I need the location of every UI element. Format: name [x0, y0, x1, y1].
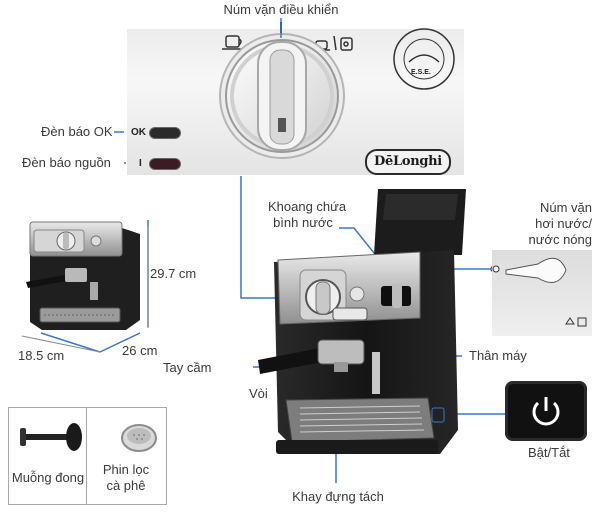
label-steam-knob-2: hơi nước/: [535, 216, 592, 231]
label-water-tank-2: bình nước: [273, 215, 333, 230]
small-machine: [21, 221, 149, 353]
ok-tag: OK: [131, 127, 146, 138]
accessories-box: [8, 407, 167, 505]
label-control-knob: Núm vặn điều khiển: [223, 2, 339, 17]
label-filter-2: cà phê: [106, 478, 146, 493]
power-tag: I: [139, 158, 142, 169]
label-ok-light: Đèn báo OK: [41, 124, 113, 139]
label-body: Thân máy: [469, 348, 527, 363]
scoop-tamper: [20, 423, 82, 451]
main-machine: [258, 189, 466, 454]
label-height: 29.7 cm: [150, 266, 197, 281]
label-water-tank-1: Khoang chứa: [268, 199, 347, 214]
ok-indicator-light: [149, 127, 181, 139]
label-power-light: Đèn báo nguồn: [22, 155, 111, 170]
cup-icon: [222, 35, 244, 50]
label-steam-knob-3: nước nóng: [528, 232, 593, 247]
label-depth: 26 cm: [122, 343, 158, 358]
label-scoop: Muỗng đong: [11, 470, 85, 485]
label-steam-knob-1: Núm vặn: [539, 200, 592, 215]
label-handle: Tay cầm: [163, 360, 212, 375]
power-indicator-light: [149, 158, 181, 170]
control-knob[interactable]: [219, 33, 345, 159]
coffee-filter: [121, 424, 157, 452]
accessories-divider: [86, 407, 87, 504]
ese-seal: [393, 28, 455, 90]
label-filter-1: Phin lọc: [102, 462, 150, 477]
seal-center-text: E.S.E.: [411, 69, 431, 76]
label-drip-tray: Khay đựng tách: [292, 489, 384, 504]
power-switch-zoom: [505, 381, 587, 441]
label-power-switch: Bật/Tắt: [528, 445, 570, 460]
label-spout: Vòi: [249, 386, 268, 401]
power-icon: [532, 397, 560, 426]
brand-logo: DēLonghi: [365, 149, 451, 175]
steam-knob-zoom: [492, 250, 592, 336]
label-width: 18.5 cm: [18, 348, 65, 363]
